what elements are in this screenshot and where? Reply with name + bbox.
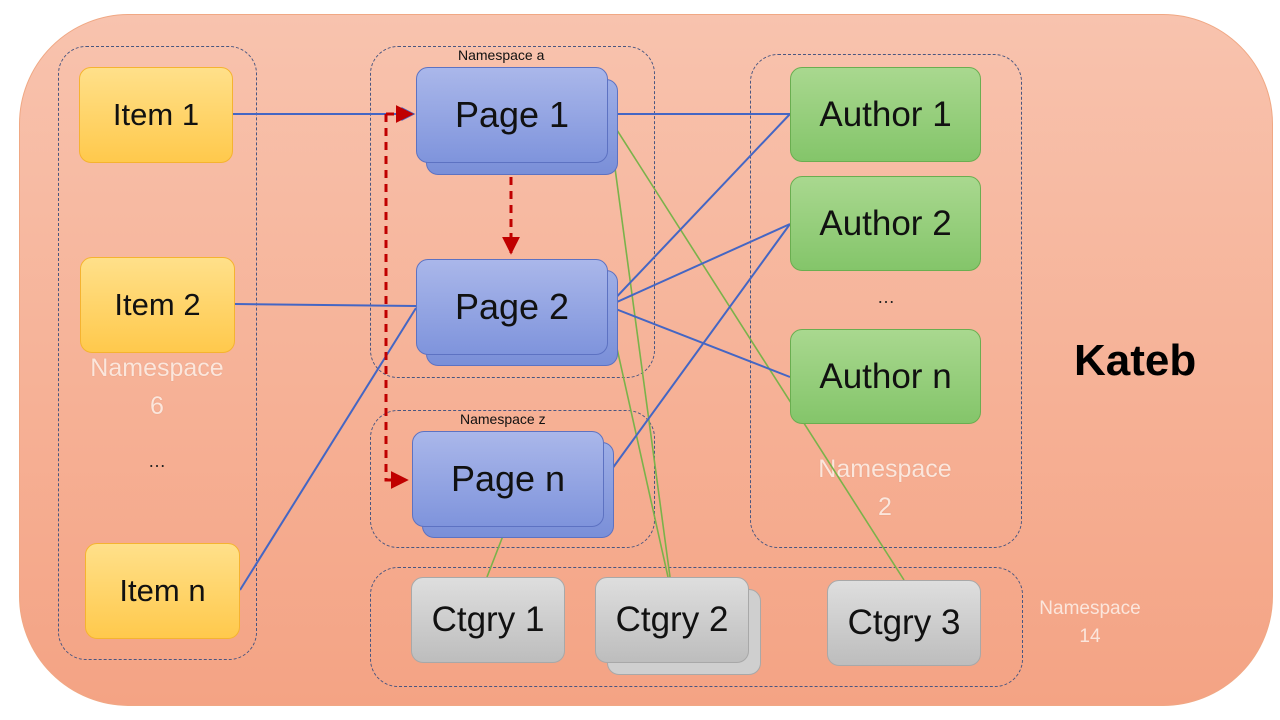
ctgry-2[interactable]: Ctgry 2 <box>595 577 749 663</box>
namespace-categories-label: Namespace 14 <box>1030 595 1150 651</box>
namespace-categories-label-line2: 14 <box>1079 626 1101 647</box>
page-n[interactable]: Page n <box>412 431 604 527</box>
item-2[interactable]: Item 2 <box>80 257 235 353</box>
namespace-authors-label-line1: Namespace <box>818 455 952 483</box>
namespace-authors-label: Namespace 2 <box>804 450 966 526</box>
item-1[interactable]: Item 1 <box>79 67 233 163</box>
author-n[interactable]: Author n <box>790 329 981 424</box>
namespace-items-label-line1: Namespace <box>90 354 224 382</box>
diagram-title: Kateb <box>1074 336 1197 385</box>
namespace-items-label-line2: 6 <box>150 392 164 420</box>
items-ellipsis: … <box>148 451 166 471</box>
page-1[interactable]: Page 1 <box>416 67 608 163</box>
ctgry-1[interactable]: Ctgry 1 <box>411 577 565 663</box>
authors-ellipsis: … <box>877 287 895 307</box>
namespace-z-label: Namespace z <box>460 411 546 427</box>
item-n[interactable]: Item n <box>85 543 240 639</box>
namespace-items-label: Namespace 6 <box>78 349 236 425</box>
page-2[interactable]: Page 2 <box>416 259 608 355</box>
author-1[interactable]: Author 1 <box>790 67 981 162</box>
namespace-categories-label-line1: Namespace <box>1039 598 1141 619</box>
ctgry-3[interactable]: Ctgry 3 <box>827 580 981 666</box>
namespace-a-label: Namespace a <box>458 47 545 63</box>
author-2[interactable]: Author 2 <box>790 176 981 271</box>
namespace-authors-label-line2: 2 <box>878 493 892 521</box>
